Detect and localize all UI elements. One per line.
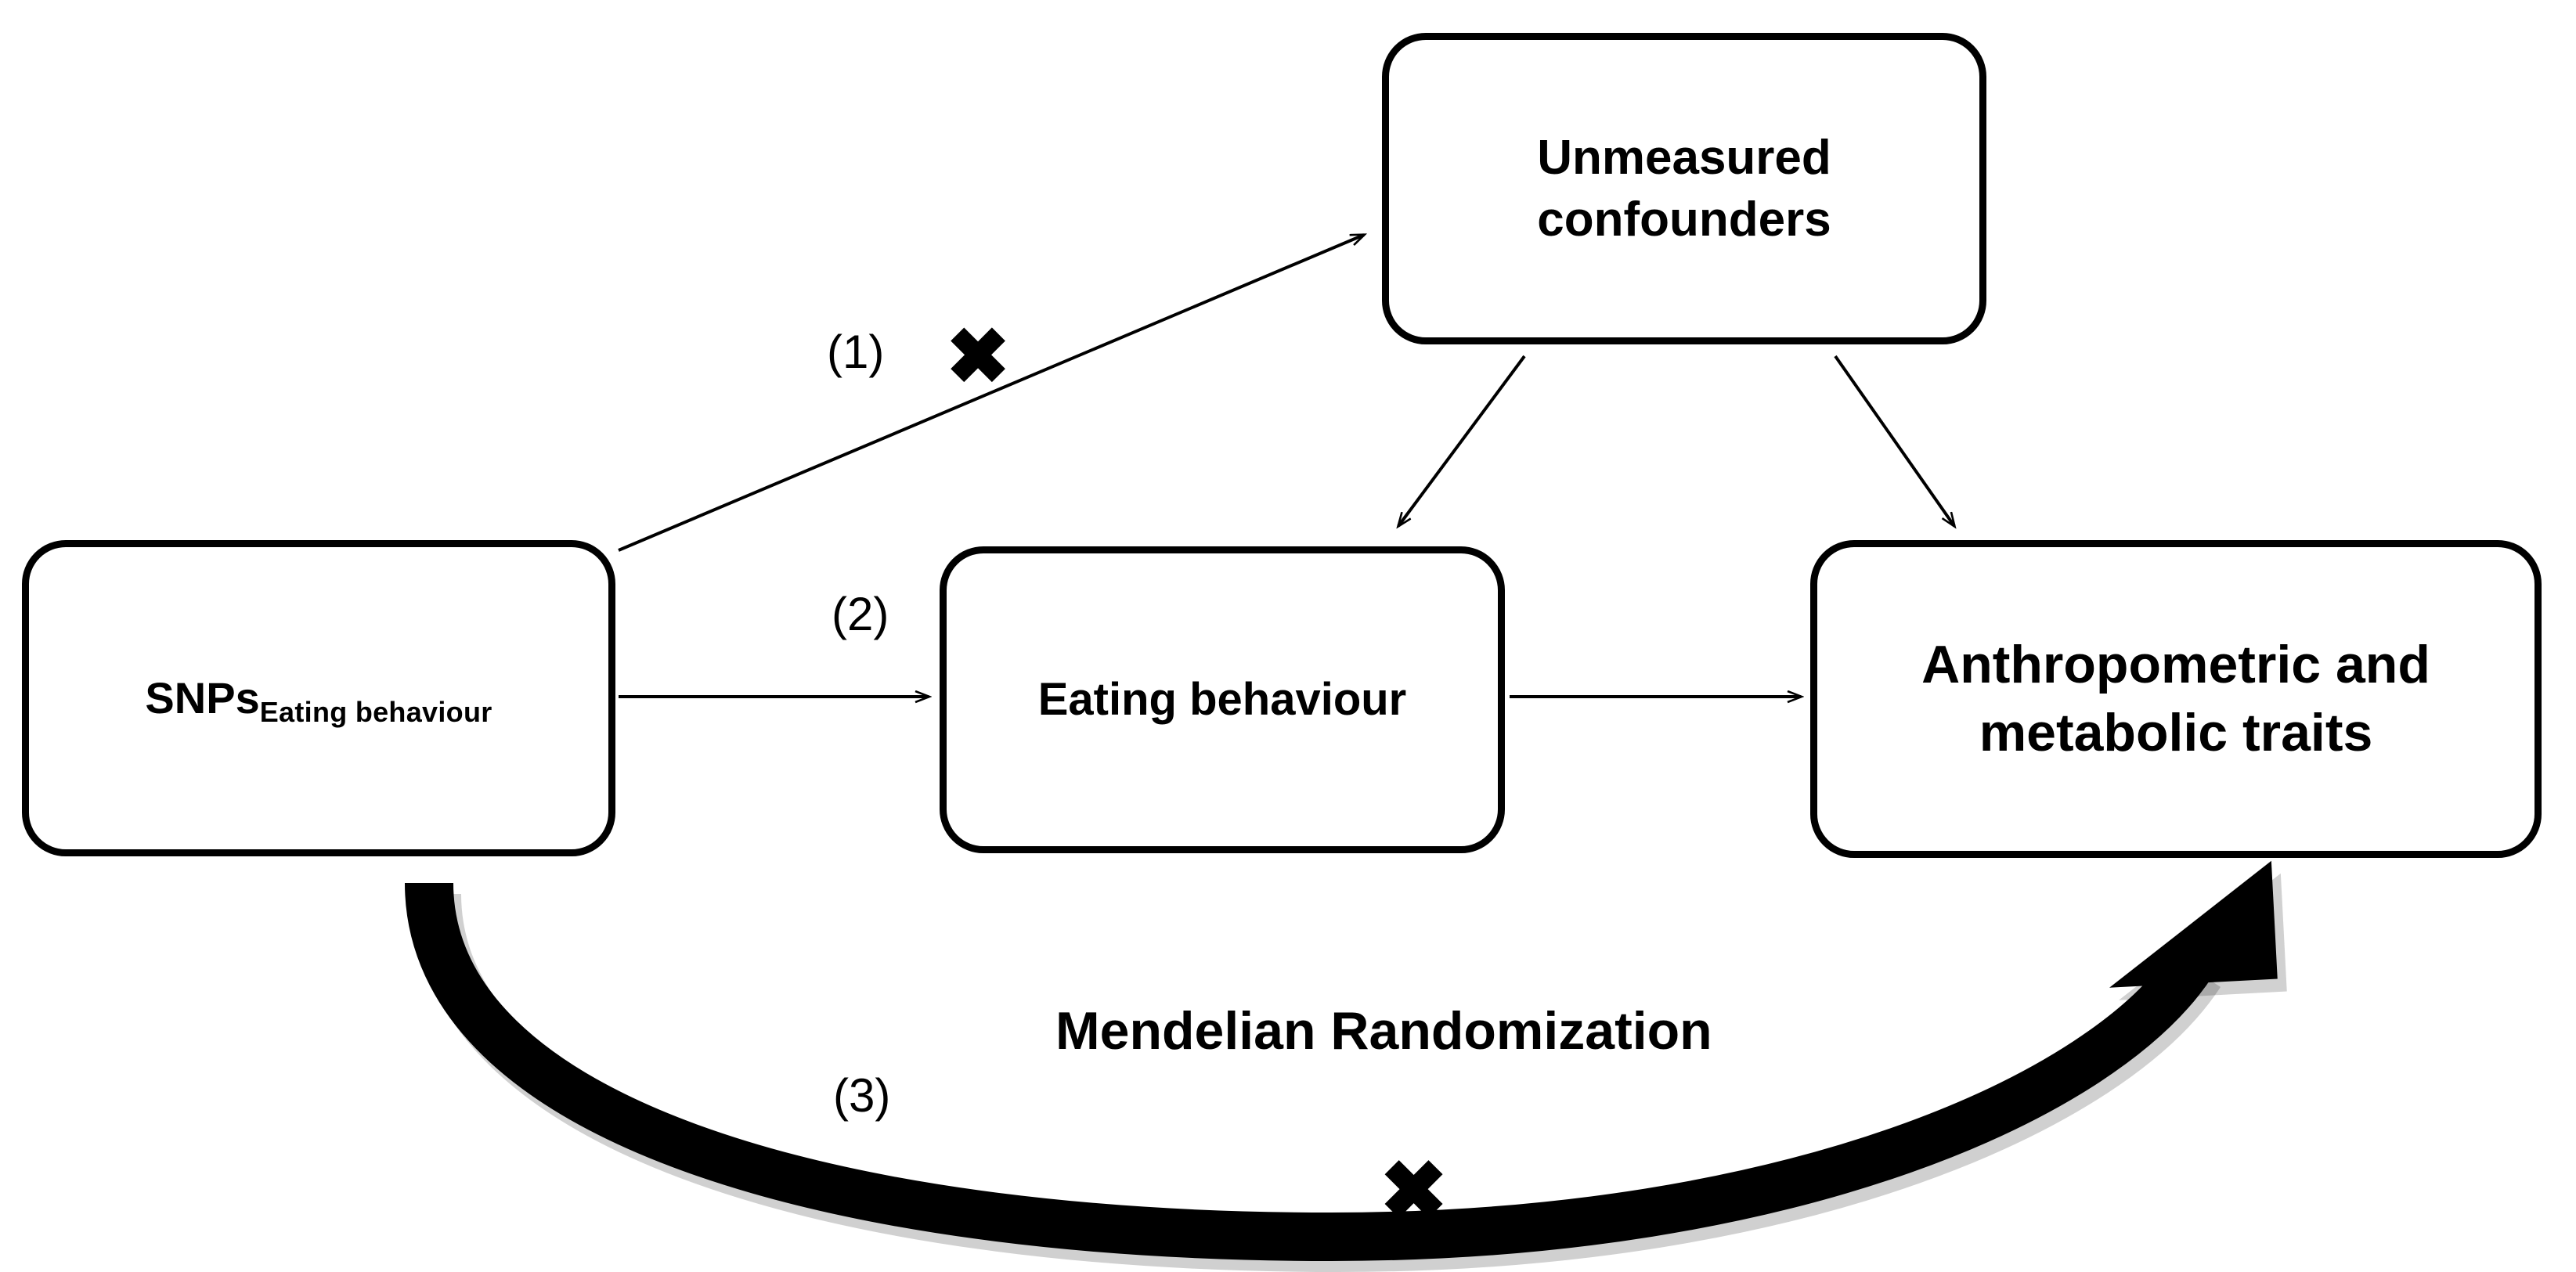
node-snps-label: SNPsEating behaviour [145, 673, 492, 729]
edge-snps-to-confounders [618, 233, 1364, 552]
node-snps-subscript: Eating behaviour [259, 696, 492, 729]
node-anthropometric-metabolic-traits[interactable]: Anthropometric and metabolic traits [1810, 540, 2542, 858]
node-traits-label: Anthropometric and metabolic traits [1921, 634, 2430, 762]
node-unmeasured-confounders[interactable]: Unmeasured confounders [1382, 33, 1986, 344]
edge-snps-to-traits-arrowhead [2109, 860, 2278, 988]
edge-label-1: (1) [827, 326, 885, 378]
edge-snps-to-traits-arrowhead-shadow [2119, 873, 2287, 1000]
node-snps-eating-behaviour[interactable]: SNPsEating behaviour [22, 540, 615, 856]
edge-snps-to-traits-shadow [413, 893, 2221, 1272]
blocked-cross-icon-edge-1: ✖ [946, 313, 1011, 399]
node-eating-behaviour-label: Eating behaviour [1037, 673, 1407, 725]
edge-confounders-to-traits [1834, 355, 1954, 526]
mendelian-randomization-caption: Mendelian Randomization [1055, 1001, 1712, 1061]
edge-label-2: (2) [832, 588, 889, 640]
edge-snps-to-traits-curve [405, 882, 2213, 1262]
blocked-cross-icon-edge-3: ✖ [1380, 1146, 1449, 1237]
edge-confounders-to-eating [1398, 355, 1526, 526]
edge-label-3: (3) [833, 1069, 891, 1122]
node-eating-behaviour[interactable]: Eating behaviour [940, 546, 1505, 853]
node-unmeasured-confounders-label: Unmeasured confounders [1537, 130, 1831, 247]
